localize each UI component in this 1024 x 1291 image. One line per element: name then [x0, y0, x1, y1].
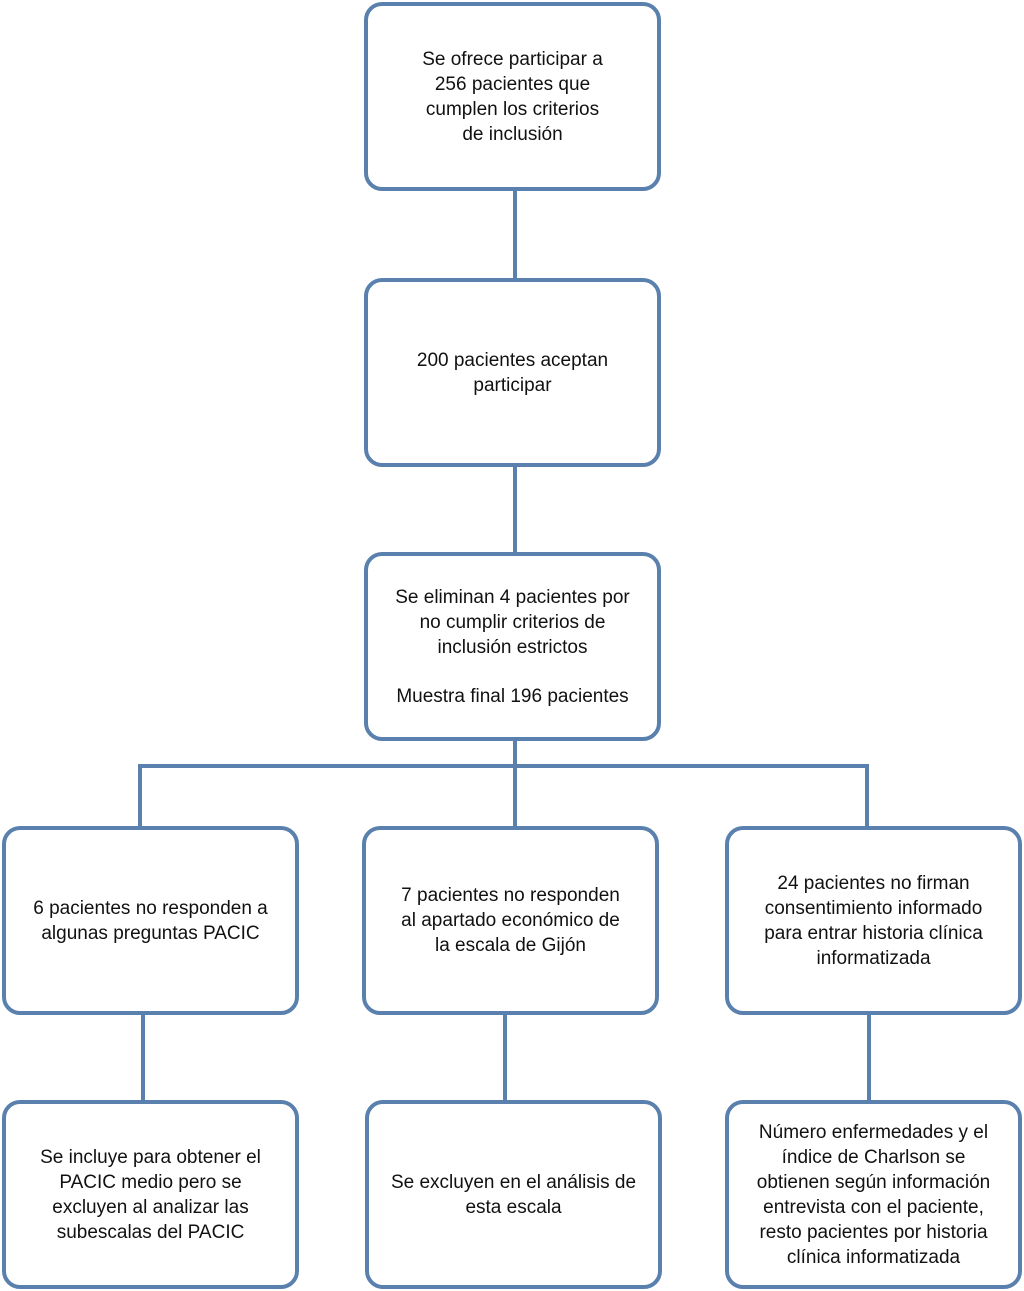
box-text-line: excluyen al analizar las [52, 1196, 249, 1218]
box-text-line: Número enfermedades y el [758, 1121, 989, 1143]
box-text-line: 24 pacientes no firman [777, 872, 970, 894]
box-text-line: resto pacientes por historia [759, 1221, 988, 1243]
box-gijon-missing: 7 pacientes no responden al apartado eco… [362, 826, 659, 1015]
box-text-line: esta escala [465, 1196, 562, 1218]
box-text-line: Se eliminan 4 pacientes por [395, 586, 630, 608]
box-eliminated-final-sample: Se eliminan 4 pacientes por no cumplir c… [364, 552, 661, 741]
box-offer-participation: Se ofrece participar a 256 pacientes que… [364, 2, 661, 191]
box-text-line: inclusión estrictos [437, 636, 588, 658]
box-text-line: de inclusión [462, 123, 563, 145]
box-text-line: informatizada [816, 947, 931, 969]
box-text-line: al apartado económico de [401, 910, 620, 931]
box-accept-participation: 200 pacientes aceptan participar [364, 278, 661, 467]
box-text-line: índice de Charlson se [781, 1146, 966, 1168]
box-text-line: entrevista con el paciente, [763, 1196, 984, 1218]
box-text-line: obtienen según información [756, 1171, 991, 1193]
box-text-line: subescalas del PACIC [56, 1221, 245, 1243]
box-text-line: Se ofrece participar a [422, 48, 603, 70]
box-text-line: Se incluye para obtener el [40, 1146, 261, 1168]
box-text-line: 200 pacientes aceptan [416, 349, 609, 371]
box-text-line: cumplen los criterios [425, 98, 600, 120]
box-consent-outcome: Número enfermedades y el índice de Charl… [725, 1100, 1022, 1289]
box-text-line: para entrar historia clínica [764, 922, 983, 944]
box-text-line: 7 pacientes no responden [401, 885, 620, 906]
box-text-line: clínica informatizada [786, 1246, 961, 1268]
box-pacic-missing: 6 pacientes no responden a algunas pregu… [2, 826, 299, 1015]
box-text-line: PACIC medio pero se [59, 1171, 242, 1193]
box-text-line: algunas preguntas PACIC [41, 922, 260, 944]
box-consent-missing: 24 pacientes no firman consentimiento in… [725, 826, 1022, 1015]
box-text-line: Se excluyen en el análisis de [390, 1171, 637, 1193]
box-pacic-outcome: Se incluye para obtener el PACIC medio p… [2, 1100, 299, 1289]
box-text-line: 6 pacientes no responden a [33, 897, 268, 919]
box-text-line: participar [473, 374, 552, 396]
box-text-line: no cumplir criterios de [419, 611, 606, 633]
box-gijon-outcome: Se excluyen en el análisis de esta escal… [365, 1100, 662, 1289]
box-text-line: 256 pacientes que [434, 73, 591, 95]
box-text-line: consentimiento informado [764, 897, 983, 919]
final-sample-text: Muestra final 196 pacientes [396, 685, 629, 707]
box-text-line: la escala de Gijón [434, 935, 587, 956]
